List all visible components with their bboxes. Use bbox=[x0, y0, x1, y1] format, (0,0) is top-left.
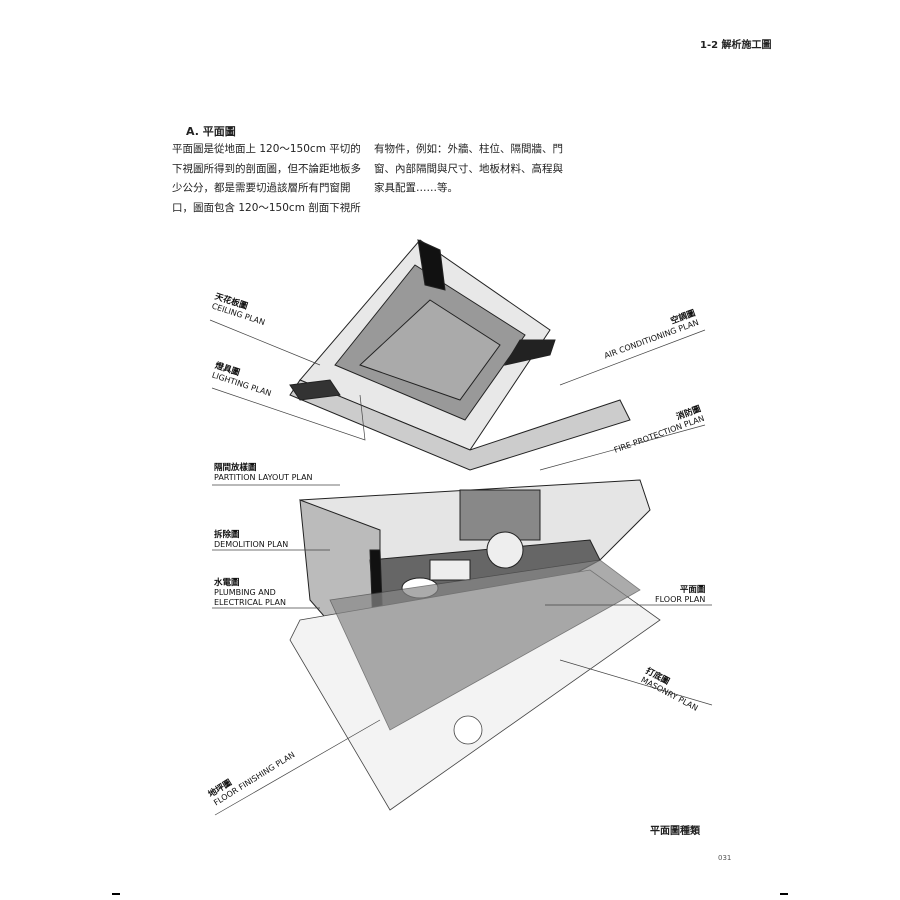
chapter-header: 1-2 解析施工圖 bbox=[700, 40, 772, 51]
ceiling-layer bbox=[289, 239, 631, 471]
leader-lines bbox=[209, 319, 713, 816]
body-text-column-1: 平面圖是從地面上 120～150cm 平切的下視圖所得到的剖面圖，但不論距地板多… bbox=[172, 143, 361, 214]
body-text-column-2: 有物件，例如：外牆、柱位、隔間牆、門窗、內部隔間與尺寸、地板材料、高程與家具配置… bbox=[374, 143, 563, 194]
floor-layers bbox=[289, 559, 661, 811]
section-title: A. 平面圖 bbox=[186, 125, 236, 138]
crop-mark bbox=[780, 893, 788, 895]
crop-mark bbox=[112, 893, 120, 895]
figure-caption: 平面圖種類 bbox=[650, 826, 700, 837]
page-number: 031 bbox=[718, 854, 732, 862]
